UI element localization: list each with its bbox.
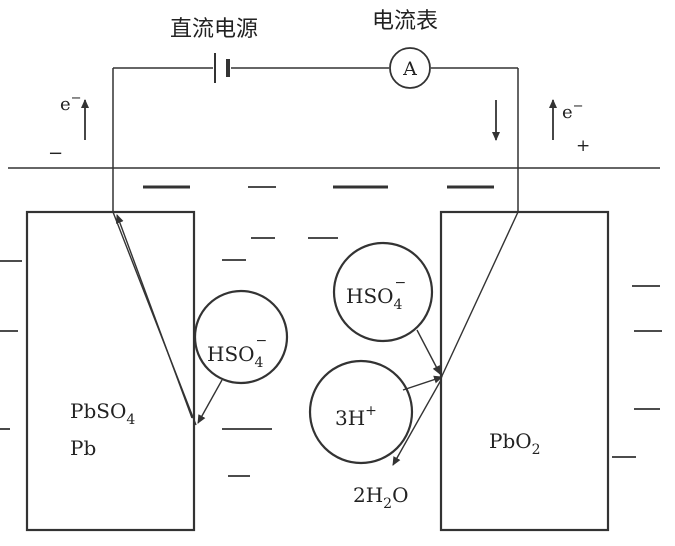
electron-left-label: e− xyxy=(60,91,82,115)
ion-right-top-label: HSO4− xyxy=(346,275,406,313)
right-electrode-line xyxy=(440,211,519,379)
h-to-right-arrow xyxy=(402,375,443,391)
left-polarity-sign: − xyxy=(48,143,63,164)
left-electron-indicator: e− − xyxy=(48,91,89,164)
left-reaction-arrows xyxy=(112,211,223,426)
ammeter-circle xyxy=(389,47,431,89)
hso4-to-left-arrow xyxy=(197,379,223,424)
ion-circle-right-bottom xyxy=(308,359,414,465)
left-electrode-label-line2: Pb xyxy=(70,436,96,460)
ammeter-label: 电流表 xyxy=(372,9,438,34)
right-electrode-label: PbO2 xyxy=(489,429,541,458)
ion-circle-right-top xyxy=(332,241,434,343)
ion-right-bottom-label: 3H+ xyxy=(335,403,377,430)
ammeter: A xyxy=(389,47,431,89)
water-label: 2H2O xyxy=(353,483,409,512)
hso4-to-right-arrow xyxy=(416,329,441,375)
power-source-label: 直流电源 xyxy=(170,17,258,42)
ammeter-symbol: A xyxy=(402,58,417,80)
water-out-arrow xyxy=(392,379,442,466)
right-reaction-arrows xyxy=(392,211,519,466)
right-polarity-sign: + xyxy=(576,136,590,156)
battery-symbol xyxy=(214,53,230,83)
right-electrode xyxy=(439,210,610,532)
left-electrode xyxy=(25,210,196,532)
solution-dash-marks xyxy=(0,185,662,477)
ion-circle-left xyxy=(193,289,289,385)
left-up-arrow xyxy=(116,214,193,419)
external-circuit: A xyxy=(112,47,519,212)
right-electron-indicator: e− + xyxy=(492,99,590,156)
ion-left-label: HSO4− xyxy=(207,333,267,371)
left-electrode-label-line1: PbSO4 xyxy=(70,399,135,428)
electron-right-label: e− xyxy=(562,99,584,123)
